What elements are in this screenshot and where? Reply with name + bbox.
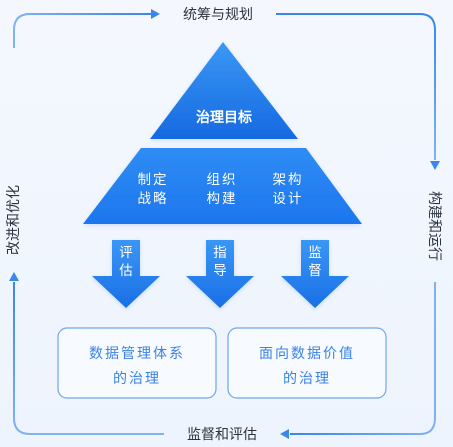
target-2-line1: 面向数据价值 (259, 346, 355, 362)
cycle-line-top-left (13, 13, 152, 48)
base-item-2-line2: 构建 (207, 191, 238, 207)
arrow-2-char-1: 指 (213, 245, 227, 261)
cycle-label-left: 改进和优化 (6, 185, 22, 255)
pyramid (83, 42, 362, 224)
base-item-3-line1: 架构 (273, 172, 304, 188)
target-1-line2: 的治理 (113, 371, 161, 387)
arrow-1-char-2: 估 (119, 263, 133, 279)
down-arrow-evaluate-shape (92, 240, 160, 308)
arrow-3-char-1: 监 (308, 245, 322, 261)
cycle-label-bottom: 监督和评估 (187, 427, 257, 443)
target-box-data-value (227, 327, 387, 399)
base-item-1-line1: 制定 (138, 172, 169, 188)
base-item-2-line1: 组织 (207, 172, 238, 188)
cycle-line-bottom-left (13, 282, 164, 435)
arrow-1-char-1: 评 (119, 245, 133, 261)
arrow-2-char-2: 导 (213, 263, 227, 279)
cycle-label-top: 统筹与规划 (183, 6, 253, 23)
pyramid-base (83, 148, 362, 224)
cycle-arrowhead-bottom (280, 429, 289, 439)
down-arrow-guide-shape (186, 240, 254, 308)
cycle-line-right-lower (290, 282, 436, 435)
down-arrow-supervise (281, 240, 349, 308)
target-1-line1: 数据管理体系 (89, 346, 185, 362)
base-item-1-line2: 战略 (138, 191, 169, 207)
base-item-3-line2: 设计 (273, 191, 304, 207)
target-2-line2: 的治理 (283, 371, 331, 387)
pyramid-apex (150, 42, 298, 139)
pyramid-apex-label: 治理目标 (196, 109, 252, 126)
down-arrow-evaluate (92, 240, 160, 308)
cycle-arrowhead-top (151, 9, 160, 19)
down-arrow-supervise-shape (281, 240, 349, 308)
cycle-arrowhead-left (9, 272, 19, 281)
cycle-line-top-right (276, 13, 436, 160)
arrow-3-char-2: 督 (308, 263, 322, 279)
cycle-arrowhead-right (430, 161, 440, 170)
down-arrow-guide (186, 240, 254, 308)
target-box-management-system (57, 327, 217, 399)
cycle-label-right: 构建和运行 (426, 191, 442, 261)
cycle-frame (9, 9, 440, 439)
